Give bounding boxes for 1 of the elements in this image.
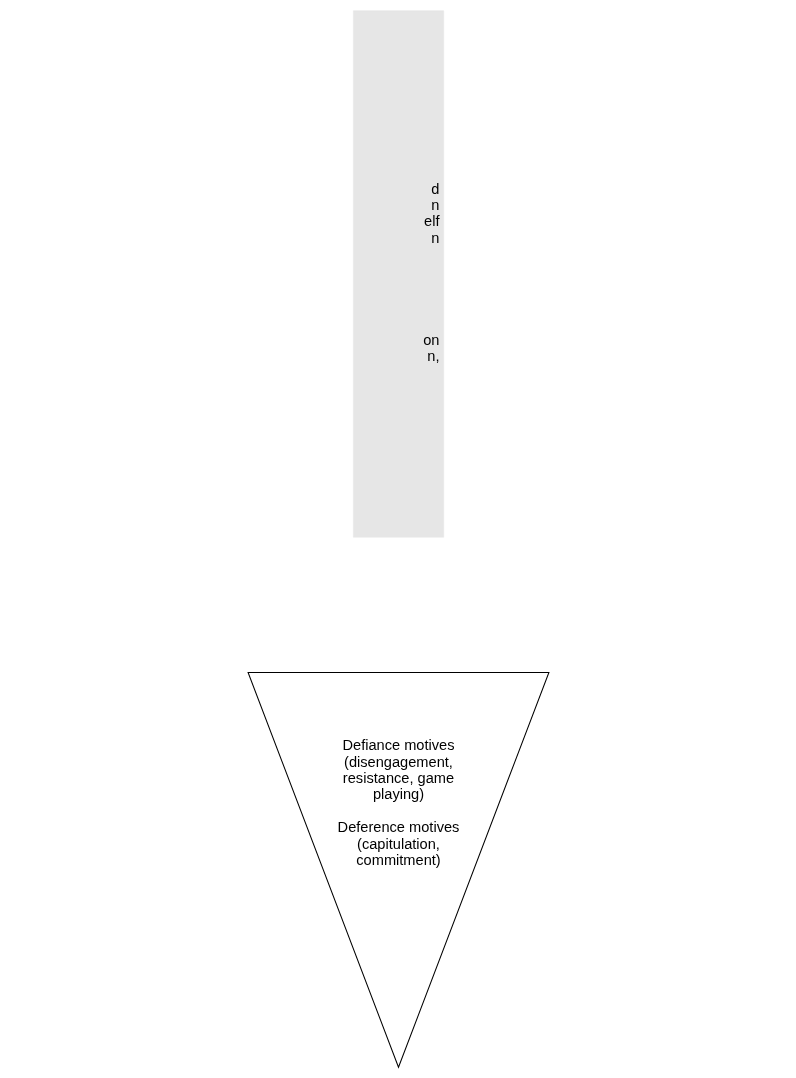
node-box: d n elf n on n,: [352, 10, 444, 538]
